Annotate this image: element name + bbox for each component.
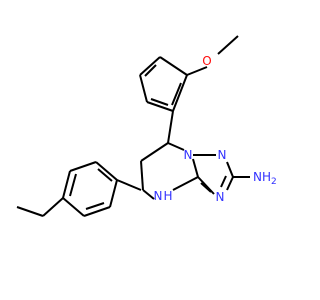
bond <box>62 197 85 217</box>
bond <box>217 35 239 55</box>
nh-hydrogen-label: H <box>163 189 172 203</box>
nitrogen-label-n2: N <box>218 148 227 162</box>
bond <box>139 56 161 76</box>
amine-label: NH2 <box>253 170 277 187</box>
bond <box>116 179 142 191</box>
bond <box>226 161 234 178</box>
bond <box>109 179 118 208</box>
bond <box>139 74 148 103</box>
nh-nitrogen-label: N <box>154 189 163 203</box>
bond <box>42 197 64 217</box>
bond <box>150 98 169 106</box>
bond <box>172 74 188 112</box>
bond-layer <box>16 35 250 217</box>
oxygen-label: O <box>202 54 211 68</box>
bond <box>159 56 188 76</box>
bond <box>95 161 118 181</box>
bond <box>167 142 185 151</box>
atom-labels: O N N N NH2 N H <box>154 54 277 204</box>
bond <box>97 168 113 182</box>
amine-nh: NH <box>253 170 271 184</box>
bond <box>146 101 174 112</box>
bond <box>200 182 212 193</box>
nitrogen-label-n3: N <box>216 190 225 204</box>
molecule-structure: O N N N NH2 N H <box>16 35 277 217</box>
bond <box>142 189 155 200</box>
bond <box>69 161 97 172</box>
bond <box>197 176 215 195</box>
bond <box>69 173 77 197</box>
bond <box>226 176 234 191</box>
bond <box>220 175 227 188</box>
nitrogen-label-n1: N <box>184 148 193 162</box>
bond <box>167 110 174 144</box>
bond <box>83 206 111 217</box>
amine-subscript: 2 <box>271 177 277 187</box>
bond <box>172 176 199 191</box>
bond <box>85 202 105 210</box>
bond <box>192 158 199 178</box>
bond <box>144 64 157 77</box>
bond <box>62 170 71 199</box>
bond <box>140 142 169 162</box>
bond <box>186 66 208 76</box>
bond <box>140 160 144 191</box>
bond <box>16 206 44 217</box>
bond <box>171 82 182 106</box>
